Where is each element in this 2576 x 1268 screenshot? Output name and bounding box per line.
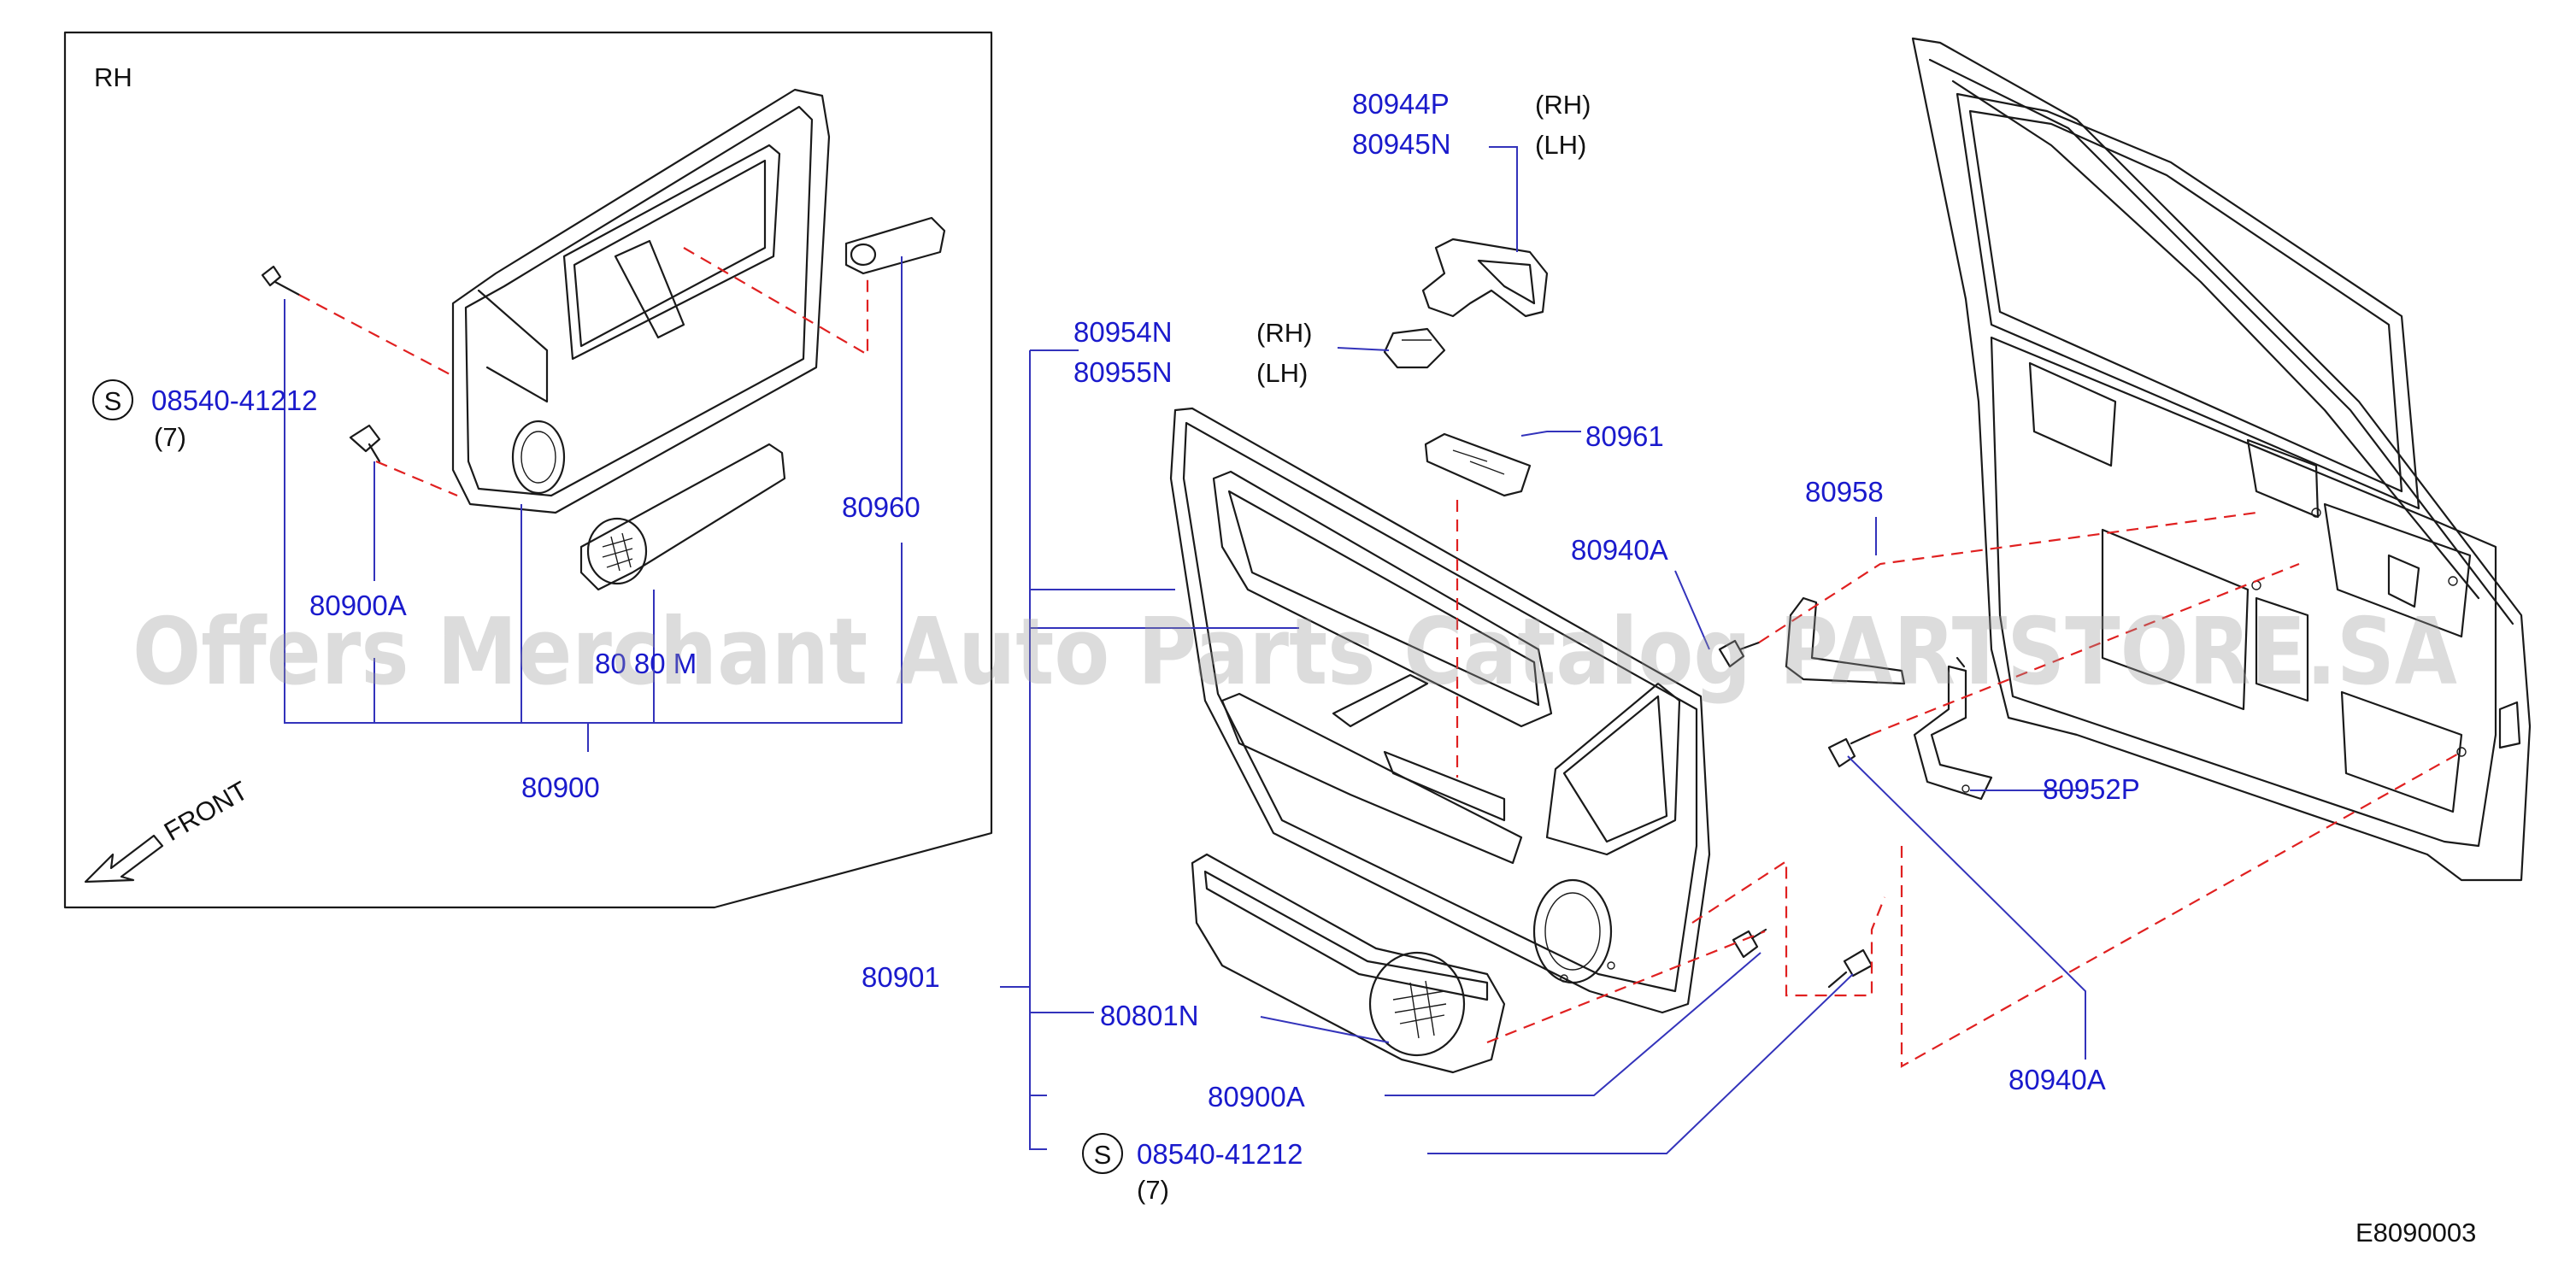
door-trim-panel xyxy=(1169,407,1711,1014)
screw-part-number[interactable]: 08540-41212 xyxy=(151,385,318,416)
inset-frame xyxy=(63,31,993,909)
part-80900-inset[interactable]: 80900 xyxy=(521,772,600,803)
clip-80940A-bottom xyxy=(1827,733,1872,768)
clip-80900A xyxy=(1732,928,1767,959)
part-80958[interactable]: 80958 xyxy=(1805,476,1884,508)
inset-clip xyxy=(349,424,381,463)
inset-switch xyxy=(844,216,946,275)
inset-dash-2 xyxy=(375,460,458,497)
part-80945N[interactable]: 80945N xyxy=(1352,128,1451,160)
part-80954N[interactable]: 80954N xyxy=(1073,316,1173,348)
part-80955N[interactable]: 80955N xyxy=(1073,356,1173,388)
inside-handle-escutcheon xyxy=(1421,238,1549,318)
inset-dash-1 xyxy=(298,294,454,377)
part-80952P[interactable]: 80952P xyxy=(2043,773,2140,805)
screw-symbol-circle xyxy=(92,379,133,420)
watermark: Offers Merchant Auto Parts Catalog PARTS… xyxy=(132,599,2457,706)
part-80940A-top[interactable]: 80940A xyxy=(1571,534,1668,566)
front-label: FRONT xyxy=(159,775,253,847)
part-80940A-bottom[interactable]: 80940A xyxy=(2008,1064,2106,1095)
switch-finisher xyxy=(1424,432,1532,497)
screw-symbol: S xyxy=(104,386,122,416)
screw-part-number-main[interactable]: 08540-41212 xyxy=(1137,1138,1303,1170)
screw-quantity-main: (7) xyxy=(1137,1175,1169,1205)
screw-quantity: (7) xyxy=(154,422,186,452)
inset-dash-3 xyxy=(683,247,869,356)
part-80961[interactable]: 80961 xyxy=(1585,420,1664,452)
part-80901[interactable]: 80901 xyxy=(862,961,940,993)
part-80944P[interactable]: 80944P xyxy=(1352,88,1450,120)
part-80945N-side: (LH) xyxy=(1535,130,1586,160)
main-assembly: 80944P (RH) 80945N (LH) 80954N (RH) 8095… xyxy=(862,37,2532,1205)
bracket-80958 xyxy=(1785,596,1906,685)
rh-inset: RH S 08540-41212 (7) 80900A 80960 80 80 … xyxy=(63,31,993,909)
main-dash-lower-3 xyxy=(1900,751,2462,1068)
main-dash-lower-2 xyxy=(1486,930,1766,1044)
part-80954N-side: (RH) xyxy=(1256,318,1312,348)
inside-handle xyxy=(1383,327,1446,369)
region-label: RH xyxy=(94,62,132,92)
main-dash-lower-1 xyxy=(1691,859,1886,997)
part-80955N-side: (LH) xyxy=(1256,358,1308,388)
clip-80940A-top xyxy=(1718,639,1761,668)
screw-symbol-circle-main xyxy=(1082,1133,1123,1174)
main-dash-clip-bottom xyxy=(1869,562,2300,737)
inset-pocket xyxy=(579,443,786,591)
part-80900A[interactable]: 80900A xyxy=(1208,1081,1305,1112)
screw-main xyxy=(1827,948,1873,989)
part-80960-inset[interactable]: 80960 xyxy=(842,491,920,523)
inset-leaders xyxy=(284,278,903,752)
main-dash-clip-top xyxy=(1758,511,2257,643)
part-80801-inset-partial[interactable]: 80 80 M xyxy=(595,648,697,679)
part-80944P-side: (RH) xyxy=(1535,90,1591,120)
map-pocket xyxy=(1191,853,1506,1074)
part-80900A-inset[interactable]: 80900A xyxy=(309,590,407,621)
diagram-code: E8090003 xyxy=(2355,1218,2476,1247)
inset-door-trim xyxy=(451,88,831,514)
part-80801N[interactable]: 80801N xyxy=(1100,1000,1199,1031)
bracket-80952P xyxy=(1913,656,1993,801)
screw-symbol-main: S xyxy=(1094,1140,1112,1170)
front-arrow-icon xyxy=(84,834,164,883)
inset-screw xyxy=(261,265,301,296)
door-inner-panel xyxy=(1911,37,2532,882)
